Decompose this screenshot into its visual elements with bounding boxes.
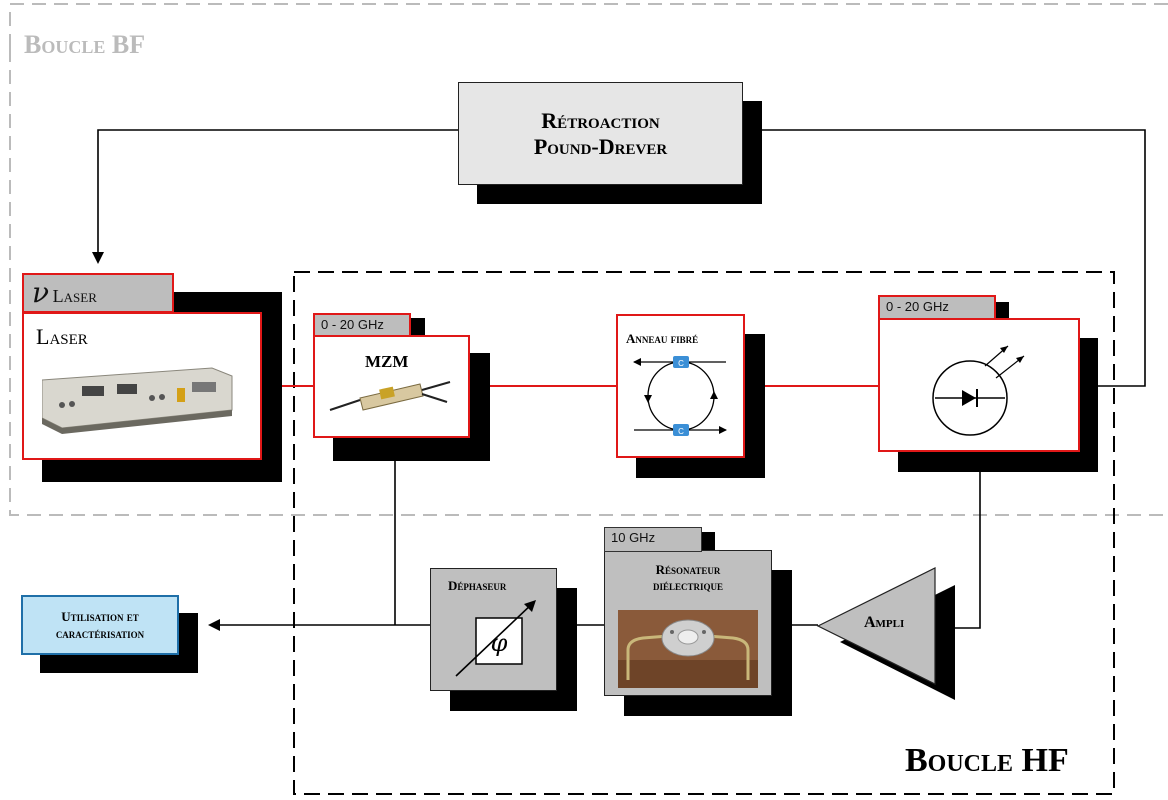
mzm-label: MZM <box>365 352 409 371</box>
resonateur-line2: diélectrique <box>652 578 724 593</box>
laser-label: Laser <box>36 324 88 349</box>
laser-nu-symbol: ν <box>32 276 50 309</box>
anneau-ring-diagram: C C <box>633 356 727 436</box>
laser-tab-sub: Laser <box>52 286 97 306</box>
laser-tab: ν Laser <box>22 273 174 313</box>
utilisation-block[interactable]: Utilisation et caractérisation <box>21 595 179 655</box>
resonateur-title-area: Résonateur diélectrique <box>604 562 772 594</box>
laser-device-image <box>42 367 233 434</box>
mzm-device-image <box>329 381 451 411</box>
mzm-tab: 0 - 20 GHz <box>313 313 411 337</box>
laser-tab-shadow <box>175 292 195 312</box>
utilisation-line1: Utilisation et <box>61 609 139 624</box>
loop-hf-frame <box>293 271 1115 795</box>
photodiode-block[interactable] <box>878 318 1080 452</box>
retroaction-title: Rétroaction <box>541 107 660 133</box>
feedback-link-photodiode-to-retroaction <box>743 129 1146 387</box>
ampli-block[interactable] <box>810 560 970 700</box>
dephaseur-label: Déphaseur <box>448 578 507 593</box>
resonateur-tab-shadow <box>701 532 715 552</box>
coupler-bottom-mark: C <box>678 427 684 436</box>
mzm-tab-shadow <box>411 318 425 338</box>
photodiode-symbol <box>932 345 1025 436</box>
feedback-link-retroaction-to-laser <box>92 129 460 264</box>
phase-shifter-symbol: φ <box>455 600 536 677</box>
resonateur-device-image <box>618 610 758 688</box>
utilisation-line2: caractérisation <box>55 626 145 641</box>
retroaction-block[interactable]: Rétroaction Pound-Drever <box>458 82 743 185</box>
ampli-triangle <box>816 567 936 685</box>
photodiode-tab-shadow <box>995 302 1009 322</box>
resonateur-line1: Résonateur <box>655 562 721 577</box>
photodiode-tab: 0 - 20 GHz <box>878 295 996 320</box>
loop-bf-frame <box>9 3 1168 516</box>
ampli-label: Ampli <box>864 614 905 631</box>
loop-bf-label: Boucle BF <box>24 30 146 59</box>
loop-hf-label: Boucle HF <box>905 742 1069 779</box>
anneau-label: Anneau fibré <box>626 331 699 346</box>
phi-symbol: φ <box>491 629 508 657</box>
coupler-top-mark: C <box>678 359 684 368</box>
retroaction-subtitle: Pound-Drever <box>533 133 668 159</box>
resonateur-tab: 10 GHz <box>604 527 702 552</box>
mzm-block[interactable] <box>313 335 470 438</box>
